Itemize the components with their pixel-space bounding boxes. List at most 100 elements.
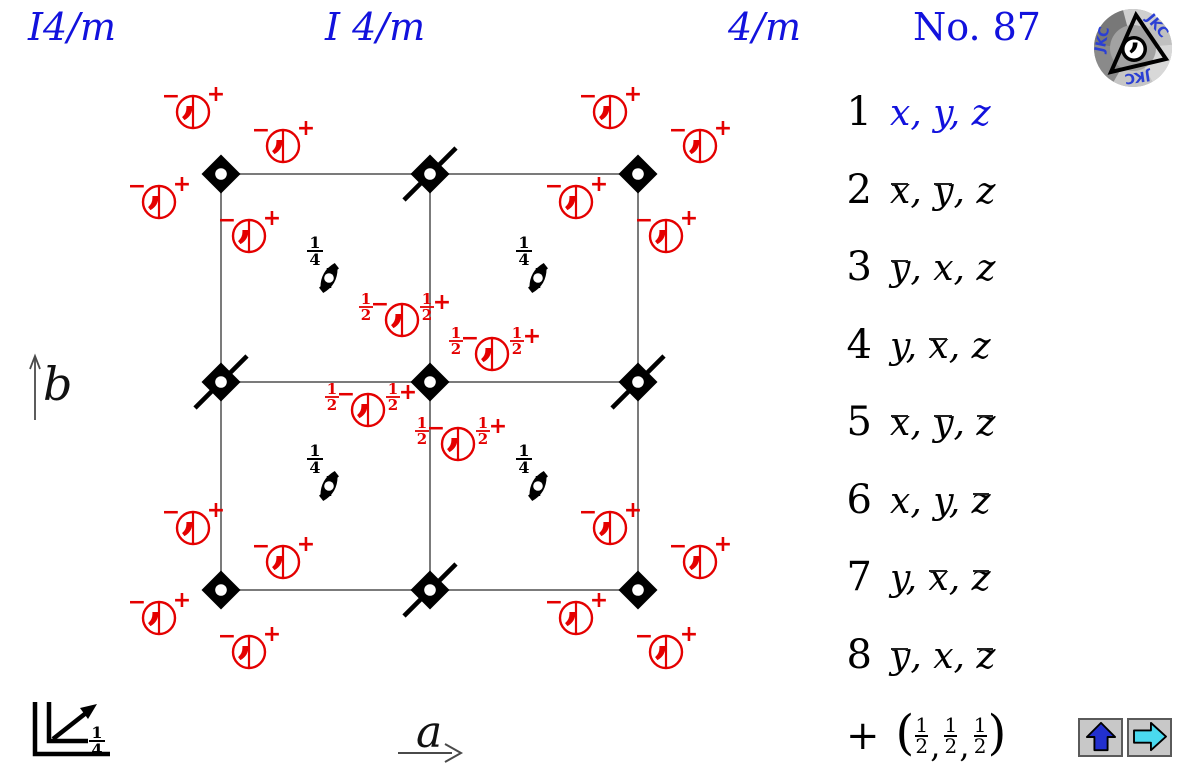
svg-text:−: − <box>128 590 146 615</box>
svg-text:,: , <box>148 579 163 630</box>
svg-text:1: 1 <box>309 441 320 460</box>
svg-text:+: + <box>399 380 417 405</box>
atom-pair-symbol: ,−+ <box>252 107 315 164</box>
svg-text:+: + <box>433 290 451 315</box>
svg-text:4: 4 <box>309 458 320 477</box>
svg-text:4: 4 <box>518 250 529 269</box>
svg-text:+: + <box>297 116 315 141</box>
fourfold-inversion-symbol <box>618 154 658 194</box>
atom-pair-symbol: ,−+ <box>218 613 281 670</box>
fourfold-inversion-symbol <box>201 154 241 194</box>
position-coordinates: y, x, z <box>890 558 991 599</box>
svg-text:1: 1 <box>361 290 371 308</box>
svg-text:+: + <box>624 82 642 107</box>
plus-sign: + <box>846 713 880 759</box>
svg-text:+: + <box>173 588 191 613</box>
general-position-row[interactable]: 1 x, y, z <box>846 86 991 138</box>
svg-text:2: 2 <box>417 430 427 448</box>
svg-text:−: − <box>252 118 270 143</box>
atom-pair-symbol: ,− + <box>545 163 608 220</box>
svg-text:−: − <box>371 292 389 317</box>
svg-text:,: , <box>527 416 554 507</box>
twofold-screw-inversion-symbol: ,,14 <box>307 208 345 348</box>
logo-comma: , <box>1129 17 1141 57</box>
svg-text:+: + <box>297 532 315 557</box>
svg-text:1: 1 <box>417 414 427 432</box>
svg-text:4: 4 <box>309 250 320 269</box>
svg-text:+: + <box>714 532 732 557</box>
open-paren: ( <box>895 705 915 761</box>
fourfold-inversion-symbol <box>410 362 450 402</box>
fourfold-screw-inversion-symbol <box>402 146 458 202</box>
position-number: 1 <box>846 89 872 135</box>
numerator: 1 <box>915 712 929 737</box>
svg-text:,: , <box>272 523 287 574</box>
svg-text:−: − <box>635 624 653 649</box>
atom-pair-symbol: ,−+ <box>635 613 698 670</box>
svg-text:2: 2 <box>327 396 337 414</box>
svg-text:,: , <box>522 465 549 556</box>
svg-text:,: , <box>391 281 406 332</box>
svg-text:,: , <box>522 257 549 348</box>
svg-text:,: , <box>481 315 496 366</box>
position-number: 2 <box>846 167 872 213</box>
svg-text:+: + <box>590 172 608 197</box>
svg-text:−: − <box>337 382 355 407</box>
fourfold-screw-inversion-symbol <box>193 354 249 410</box>
svg-text:−: − <box>579 500 597 525</box>
position-number: 8 <box>846 632 872 678</box>
position-number: 5 <box>846 399 872 445</box>
position-number: 6 <box>846 477 872 523</box>
svg-text:,: , <box>689 523 704 574</box>
svg-text:2: 2 <box>361 306 371 324</box>
svg-text:−: − <box>162 84 180 109</box>
svg-text:,: , <box>689 107 704 158</box>
svg-text:−: − <box>461 326 479 351</box>
svg-text:,: , <box>599 489 614 540</box>
fraction-bar <box>915 735 929 737</box>
svg-text:−: − <box>218 624 236 649</box>
svg-text:−: − <box>162 500 180 525</box>
svg-text:−: − <box>669 534 687 559</box>
svg-text:2: 2 <box>512 340 522 358</box>
atom-pair-symbol: ,− + <box>669 523 732 580</box>
fraction-bar <box>944 735 958 737</box>
svg-text:+: + <box>173 172 191 197</box>
next-button[interactable] <box>1127 718 1172 757</box>
svg-text:,: , <box>318 416 345 507</box>
svg-text:,: , <box>148 163 163 214</box>
space-group-symbol-short: I4/m <box>28 5 117 49</box>
comma: , <box>959 727 970 765</box>
svg-text:b: b <box>43 357 72 411</box>
svg-text:,: , <box>313 465 340 556</box>
up-button[interactable] <box>1078 718 1123 757</box>
twofold-screw-inversion-symbol: ,,14 <box>307 416 345 556</box>
fourfold-inversion-symbol <box>201 570 241 610</box>
position-coordinates: y, x, z <box>890 248 995 289</box>
svg-text:1: 1 <box>478 414 488 432</box>
comma: , <box>930 727 941 765</box>
position-coordinates: x, y, z <box>890 93 991 134</box>
svg-text:2: 2 <box>388 396 398 414</box>
svg-text:−: − <box>545 174 563 199</box>
svg-text:,: , <box>182 73 197 124</box>
svg-text:1: 1 <box>518 441 529 460</box>
svg-text:+: + <box>263 206 281 231</box>
svg-text:1: 1 <box>512 324 522 342</box>
svg-text:1: 1 <box>309 233 320 252</box>
svg-text:+: + <box>714 116 732 141</box>
svg-text:,: , <box>565 163 580 214</box>
up-arrow-icon <box>1085 721 1117 752</box>
